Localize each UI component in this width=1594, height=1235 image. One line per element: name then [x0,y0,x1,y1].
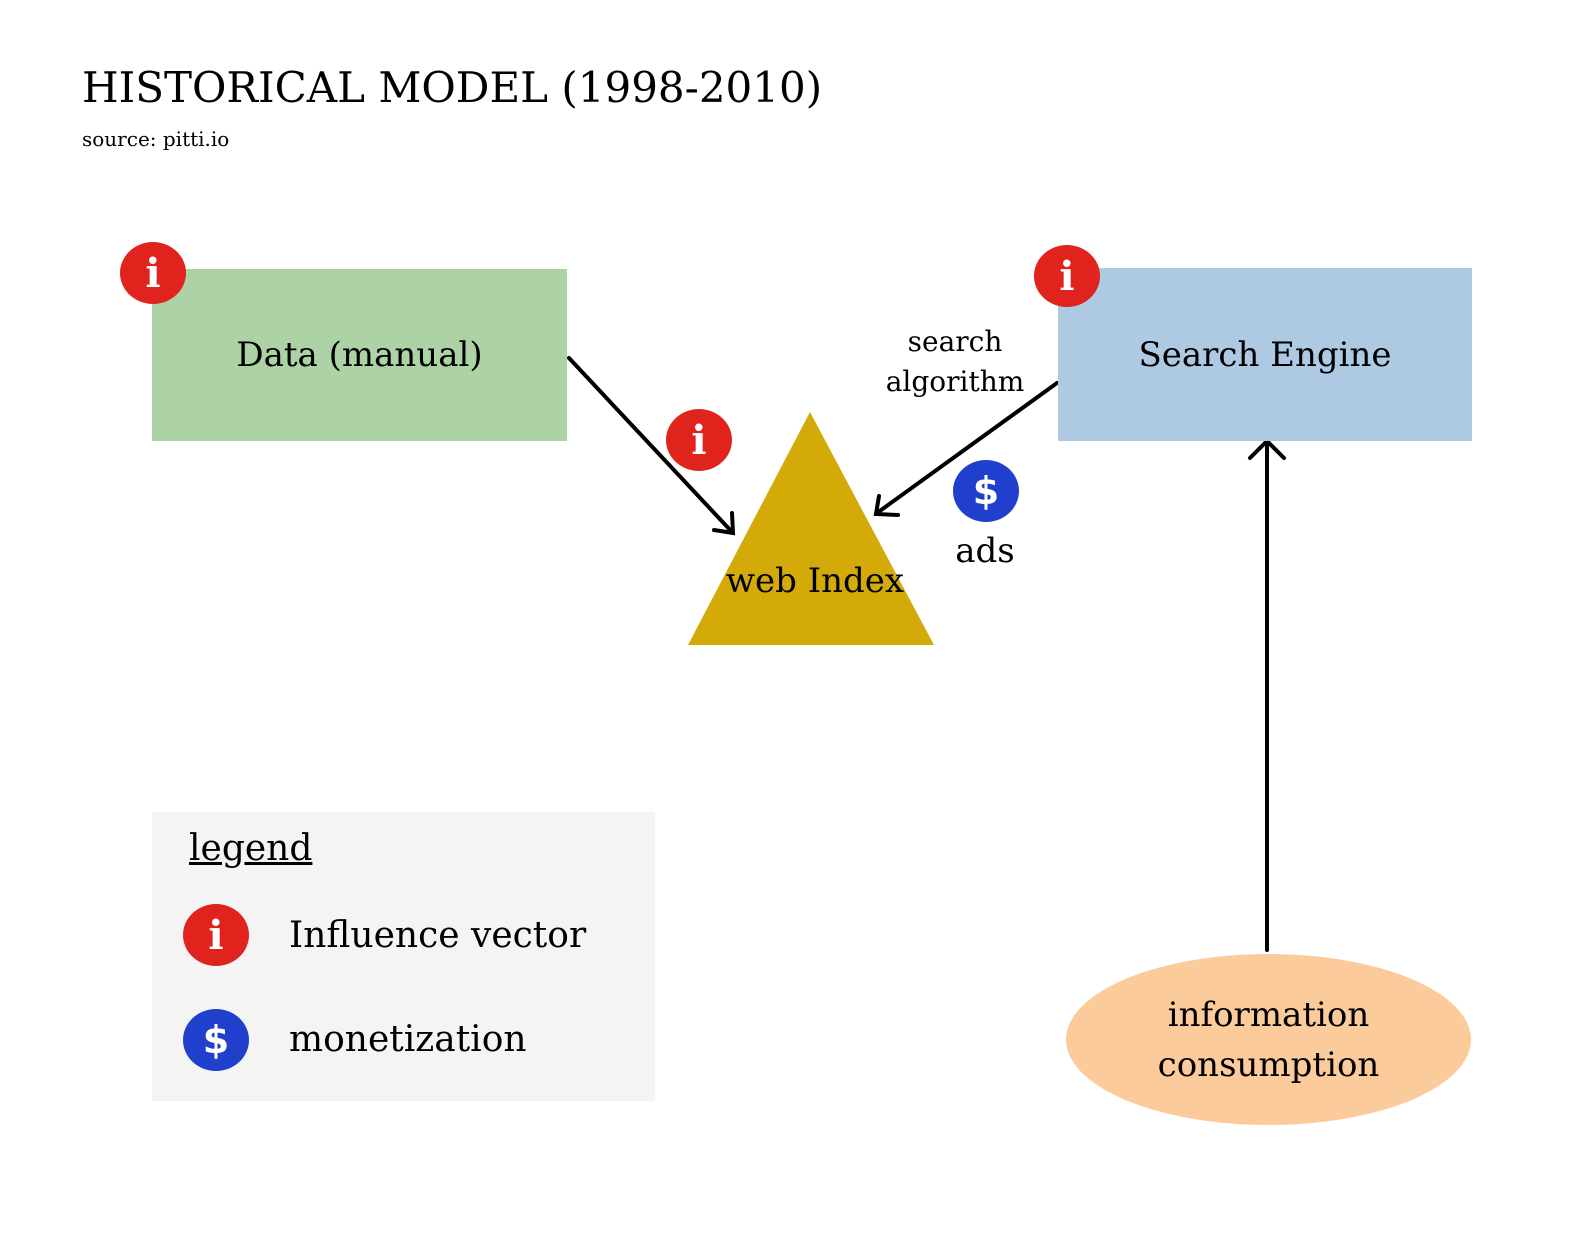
search-algorithm-line1: search [907,325,1003,358]
web-index-label: web Index [725,561,905,601]
legend-dollar-icon: $ [183,1009,249,1071]
legend-title: legend [189,828,313,869]
page-title: HISTORICAL MODEL (1998-2010) [82,63,823,112]
influence-icon: i [120,242,186,304]
information-consumption-node: information consumption [1066,954,1471,1125]
arrow-data-to-index [567,356,736,536]
arrow-search-to-index [873,381,1059,517]
source-caption: source: pitti.io [82,127,230,151]
legend-monetization-label: monetization [289,1019,527,1060]
search-engine-node: Search Engine [1058,268,1472,441]
data-manual-node: Data (manual) [152,269,567,441]
data-manual-label: Data (manual) [236,335,483,375]
ads-label: ads [955,531,1015,571]
legend-influence-label: Influence vector [289,915,587,956]
search-engine-label: Search Engine [1138,334,1392,375]
influence-icon: i [1034,245,1100,307]
search-algorithm-line2: algorithm [885,365,1025,398]
search-algorithm-label: search algorithm [880,322,1030,402]
influence-icon: i [666,409,732,471]
information-consumption-label-line2: consumption [1157,1044,1380,1085]
legend-influence-icon: i [183,904,249,966]
information-consumption-label-line1: information [1167,994,1370,1035]
web-index-triangle [688,412,934,645]
arrow-consumption-to-search [1248,438,1286,952]
dollar-icon: $ [953,460,1019,522]
